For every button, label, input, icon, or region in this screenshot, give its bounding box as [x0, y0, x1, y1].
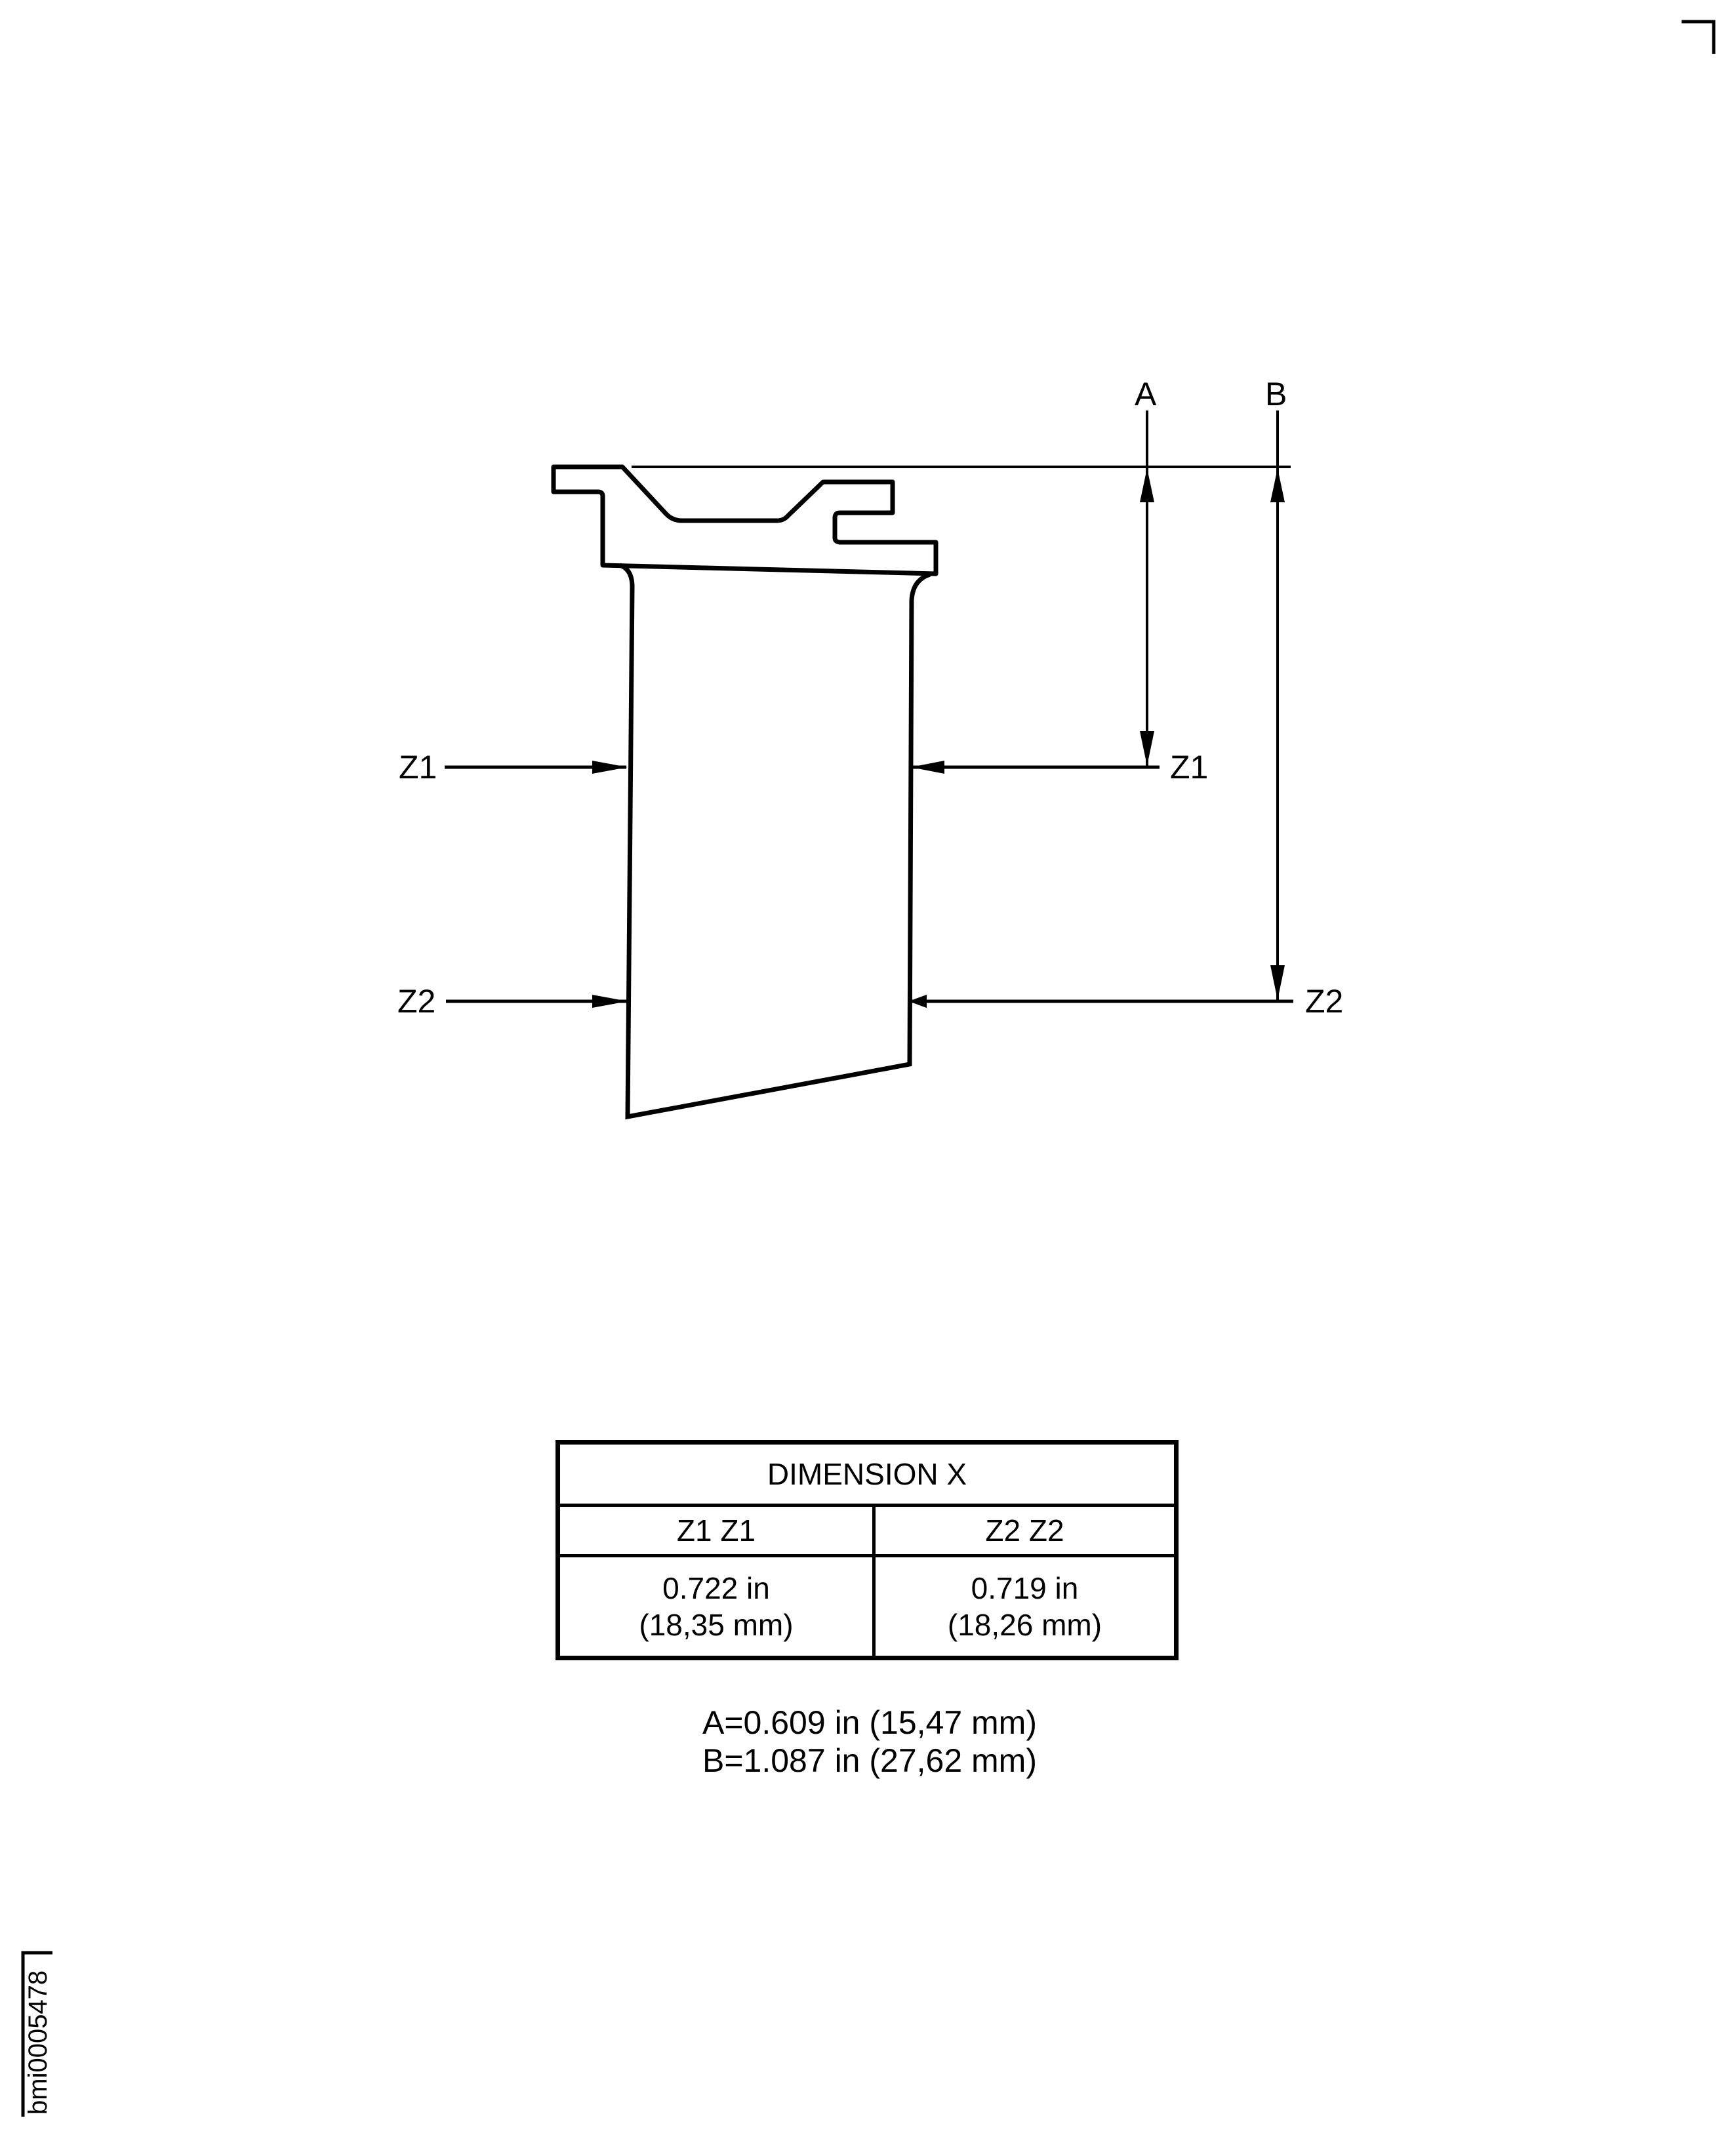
value-z2-inches: 0.719 in	[971, 1571, 1079, 1605]
note-b: B=1.087 in (27,62 mm)	[702, 1742, 1037, 1779]
column-header-z2: Z2 Z2	[872, 1504, 1178, 1557]
z1-right-arrow-icon	[911, 761, 944, 774]
z2-left-label: Z2	[397, 983, 436, 1020]
dimension-notes: A=0.609 in (15,47 mm) B=1.087 in (27,62 …	[702, 1704, 1038, 1780]
z2-right-arrow-head-icon	[909, 995, 927, 1008]
value-cell-z1: 0.722 in (18,35 mm)	[556, 1554, 876, 1660]
blade-root-platform	[551, 464, 939, 576]
z1-right-label: Z1	[1170, 749, 1209, 786]
z1-left-label: Z1	[399, 749, 437, 786]
z1-left-arrow-icon	[592, 761, 628, 774]
value-cell-z2: 0.719 in (18,26 mm)	[872, 1554, 1178, 1660]
z2-right-label: Z2	[1305, 983, 1344, 1020]
z2-left-arrow-icon	[592, 995, 628, 1008]
table-title: DIMENSION X	[556, 1441, 1178, 1507]
dim-b-label: B	[1265, 376, 1287, 412]
dimension-x-table: DIMENSION X Z1 Z1 Z2 Z2 0.722 in (18,35 …	[555, 1440, 1179, 1660]
note-a: A=0.609 in (15,47 mm)	[702, 1704, 1037, 1741]
column-header-z1: Z1 Z1	[556, 1504, 876, 1557]
value-z1-mm: (18,35 mm)	[639, 1608, 794, 1642]
dim-b-arrow-top-icon	[1270, 468, 1285, 502]
corner-mark-bottom-left	[21, 1951, 52, 2117]
dim-b-arrow-bottom-icon	[1270, 965, 1285, 1000]
value-z1-inches: 0.722 in	[662, 1571, 770, 1605]
image-id: bmi0005478	[24, 1970, 52, 2115]
dim-a-arrow-top-icon	[1140, 468, 1154, 502]
value-z2-mm: (18,26 mm)	[947, 1608, 1102, 1642]
blade-airfoil	[618, 563, 931, 1120]
dim-a-label: A	[1135, 376, 1157, 412]
dim-a-arrow-bottom-icon	[1140, 731, 1154, 766]
corner-mark-top-right	[1682, 20, 1716, 54]
